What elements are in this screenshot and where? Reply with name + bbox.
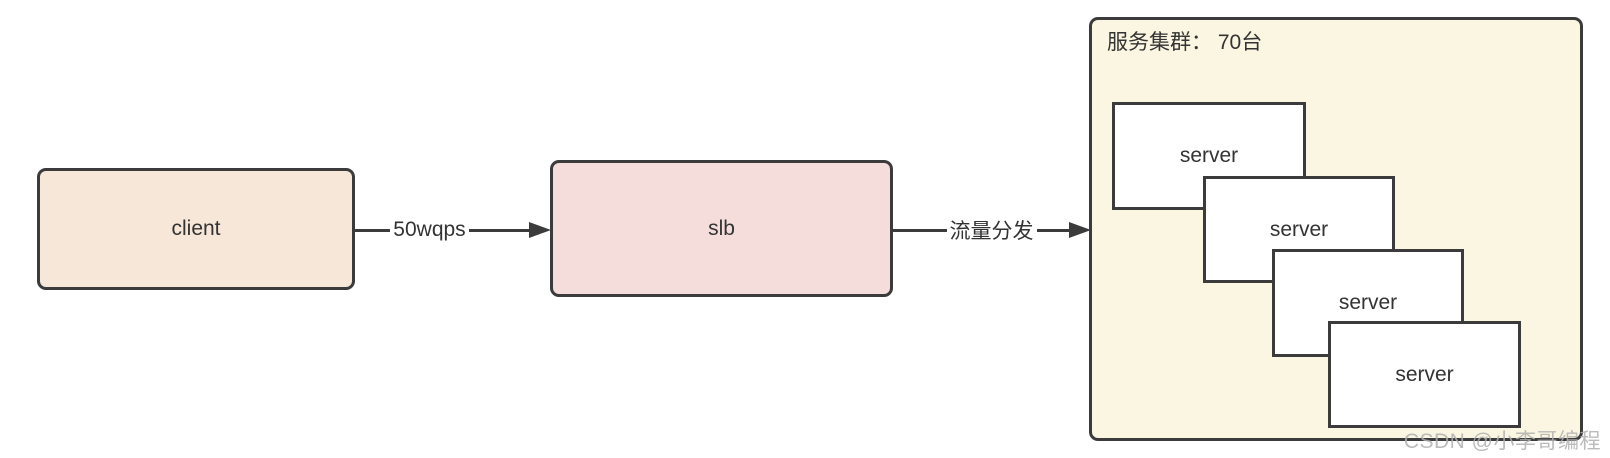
node-client: client: [37, 168, 355, 290]
edge-client-to-slb: 50wqps: [355, 217, 551, 243]
server-label: server: [1395, 362, 1454, 386]
node-slb-label: slb: [708, 216, 735, 240]
arrowhead-icon: [1069, 222, 1091, 238]
server-label: server: [1269, 217, 1329, 241]
node-client-label: client: [171, 217, 221, 240]
node-server-4: server: [1328, 321, 1521, 428]
server-label: server: [1179, 144, 1239, 167]
cluster-title: 服务集群： 70台: [1107, 31, 1263, 54]
server-label: server: [1338, 291, 1398, 314]
edge-label-50wqps: 50wqps: [390, 218, 469, 242]
edge-slb-to-cluster: 流量分发: [893, 215, 1091, 245]
csdn-watermark: CSDN @小李哥编程: [1403, 430, 1601, 453]
edge-label-traffic-distribution: 流量分发: [946, 215, 1037, 245]
node-slb: slb: [550, 160, 893, 297]
arrowhead-icon: [529, 222, 551, 238]
